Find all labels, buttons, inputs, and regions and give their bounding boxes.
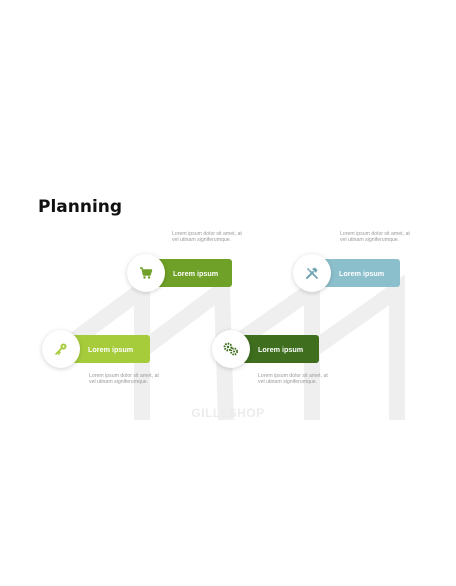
cart-icon	[140, 267, 153, 279]
step-2-description: Lorem ipsum dolor sit amet, at vel utina…	[172, 231, 242, 243]
step-2-icon-circle	[127, 254, 165, 292]
tools-icon	[306, 267, 318, 279]
step-4-icon-circle	[293, 254, 331, 292]
step-2-label: Lorem ipsum	[173, 268, 219, 278]
step-1-label: Lorem ipsum	[88, 344, 134, 354]
watermark: GILLLSHOP	[191, 406, 265, 420]
step-1-description: Lorem ipsum dolor sit amet, at vel utina…	[89, 373, 159, 385]
step-3-icon-circle	[212, 330, 250, 368]
key-icon	[55, 343, 67, 355]
step-3-label: Lorem ipsum	[258, 344, 304, 354]
step-3-description: Lorem ipsum dolor sit amet, at vel utina…	[258, 373, 328, 385]
step-1-icon-circle	[42, 330, 80, 368]
page-title: Planning	[38, 197, 123, 217]
step-4-description: Lorem ipsum dolor sit amet, at vel utina…	[340, 231, 410, 243]
gears-icon	[223, 342, 238, 356]
step-4-label: Lorem ipsum	[339, 268, 385, 278]
